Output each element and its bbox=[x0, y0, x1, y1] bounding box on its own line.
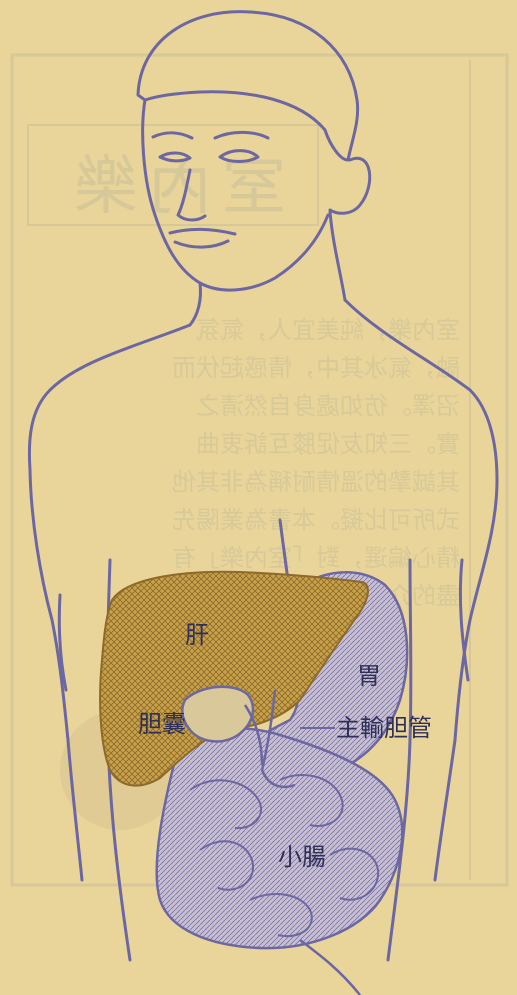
left-eye bbox=[160, 153, 190, 161]
liver-label: 肝 bbox=[185, 623, 209, 647]
nose bbox=[178, 170, 205, 220]
common-bile-duct-label: 主輸胆管 bbox=[336, 716, 432, 740]
right-eye bbox=[220, 151, 258, 162]
hair-outline bbox=[138, 12, 358, 160]
mouth bbox=[170, 229, 235, 234]
neck-right bbox=[330, 212, 345, 300]
small-intestine-label: 小腸 bbox=[278, 845, 326, 869]
print-through-heading-box bbox=[28, 125, 318, 225]
gallbladder-label: 胆囊 bbox=[138, 712, 186, 736]
stomach-label: 胃 bbox=[357, 664, 381, 688]
right-eyebrow bbox=[215, 132, 268, 138]
lower-lip bbox=[175, 241, 228, 247]
face-outline bbox=[143, 100, 328, 290]
left-eyebrow bbox=[153, 133, 192, 138]
intestine-tail bbox=[300, 940, 360, 995]
ear-outline bbox=[330, 158, 370, 213]
right-arm-lower bbox=[435, 740, 455, 880]
neck-left bbox=[190, 283, 201, 325]
intestine-mass bbox=[157, 728, 403, 948]
